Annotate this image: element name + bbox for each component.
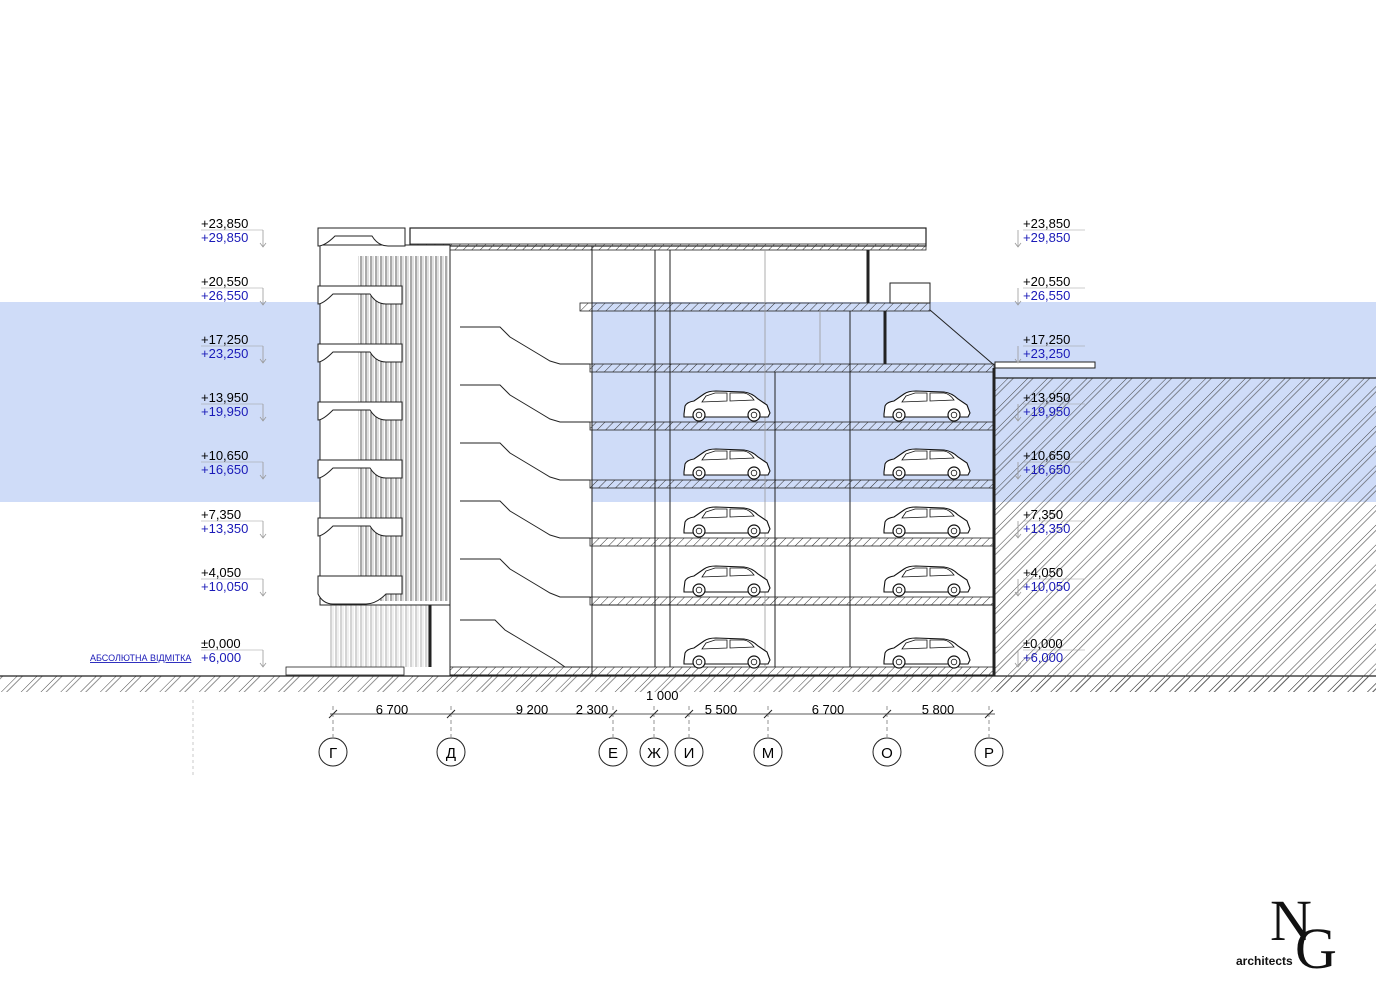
axis-circle: [674, 737, 704, 767]
axis-circle: [639, 737, 669, 767]
level-arrow-icon: [1014, 579, 1022, 597]
right-level-relative: +10,650: [1023, 448, 1070, 463]
left-level-absolute: +26,550: [201, 288, 248, 303]
right-level-absolute: +19,950: [1023, 404, 1070, 419]
dimension-line: [192, 700, 995, 775]
left-level-absolute: +10,050: [201, 579, 248, 594]
right-level-absolute: +29,850: [1023, 230, 1070, 245]
axis-label: Д: [446, 745, 456, 762]
left-level-relative: +20,550: [201, 274, 248, 289]
absolute-mark-label[interactable]: АБСОЛЮТНА ВІДМІТКА: [90, 653, 191, 663]
left-level-absolute: +6,000: [201, 650, 241, 665]
level-arrow-icon: [259, 579, 267, 597]
axis-label: И: [684, 745, 695, 762]
left-level-relative: +10,650: [201, 448, 248, 463]
left-level-absolute: +16,650: [201, 462, 248, 477]
axis-circle: [436, 737, 466, 767]
right-level-absolute: +10,050: [1023, 579, 1070, 594]
dimension-value: 5 800: [922, 702, 955, 717]
axis-label: М: [762, 745, 775, 762]
logo-subtitle: architects: [1236, 954, 1293, 968]
left-level-absolute: +19,950: [201, 404, 248, 419]
ground: [0, 361, 1376, 692]
right-level-relative: +13,950: [1023, 390, 1070, 405]
right-level-absolute: +23,250: [1023, 346, 1070, 361]
level-arrow-icon: [1014, 288, 1022, 306]
right-level-absolute: +26,550: [1023, 288, 1070, 303]
axis-label: Г: [329, 745, 337, 762]
axis-circle: [318, 737, 348, 767]
level-arrow-icon: [1014, 346, 1022, 364]
dimension-value: 5 500: [705, 702, 738, 717]
left-level-relative: +4,050: [201, 565, 241, 580]
axis-label: Ж: [647, 745, 661, 762]
left-level-relative: +13,950: [201, 390, 248, 405]
right-level-relative: +7,350: [1023, 507, 1063, 522]
right-level-relative: +20,550: [1023, 274, 1070, 289]
building-section: [317, 227, 996, 676]
level-arrow-icon: [1014, 404, 1022, 422]
right-level-marks: +23,850+29,850 +20,550+26,550 +17,250+23,2…: [1014, 216, 1085, 668]
level-arrow-icon: [1014, 521, 1022, 539]
axis-label: Е: [608, 745, 618, 762]
left-level-relative: ±0,000: [201, 636, 241, 651]
logo-letter-n: N: [1270, 888, 1312, 953]
right-level-relative: +4,050: [1023, 565, 1063, 580]
left-level-absolute: +13,350: [201, 521, 248, 536]
right-level-relative: ±0,000: [1023, 636, 1063, 651]
axis-label: Р: [984, 745, 994, 762]
left-level-marks: +23,850+29,850 +20,550+26,550 +17,250+23,2…: [201, 216, 267, 668]
level-arrow-icon: [1014, 462, 1022, 480]
level-arrow-icon: [259, 288, 267, 306]
level-arrow-icon: [259, 404, 267, 422]
axis-label: О: [881, 745, 893, 762]
dimension-value: 6 700: [376, 702, 409, 717]
axis-circle: [753, 737, 783, 767]
level-arrow-icon: [259, 346, 267, 364]
right-level-absolute: +6,000: [1023, 650, 1063, 665]
left-level-absolute: +23,250: [201, 346, 248, 361]
level-arrow-icon: [259, 521, 267, 539]
ng-architects-logo: N G architects: [1236, 888, 1337, 981]
left-level-relative: +23,850: [201, 216, 248, 231]
left-level-relative: +7,350: [201, 507, 241, 522]
left-level-relative: +17,250: [201, 332, 248, 347]
dimension-value: 6 700: [812, 702, 845, 717]
right-level-relative: +17,250: [1023, 332, 1070, 347]
axis-circle: [872, 737, 902, 767]
level-arrow-icon: [1014, 230, 1022, 248]
right-level-absolute: +13,350: [1023, 521, 1070, 536]
level-arrow-icon: [259, 230, 267, 248]
logo-letter-g: G: [1295, 916, 1337, 981]
level-arrow-icon: [259, 650, 267, 668]
right-level-absolute: +16,650: [1023, 462, 1070, 477]
dimension-value: 9 200: [516, 702, 549, 717]
dimension-value: 2 300: [576, 702, 609, 717]
dimension-values: 6 700 9 200 2 300 5 500 6 700 5 800: [376, 702, 955, 717]
level-arrow-icon: [1014, 650, 1022, 668]
right-level-relative: +23,850: [1023, 216, 1070, 231]
axis-circle: [974, 737, 1004, 767]
axis-circle: [598, 737, 628, 767]
level-arrow-icon: [259, 462, 267, 480]
dimension-extra: 1 000: [646, 688, 679, 703]
left-level-absolute: +29,850: [201, 230, 248, 245]
